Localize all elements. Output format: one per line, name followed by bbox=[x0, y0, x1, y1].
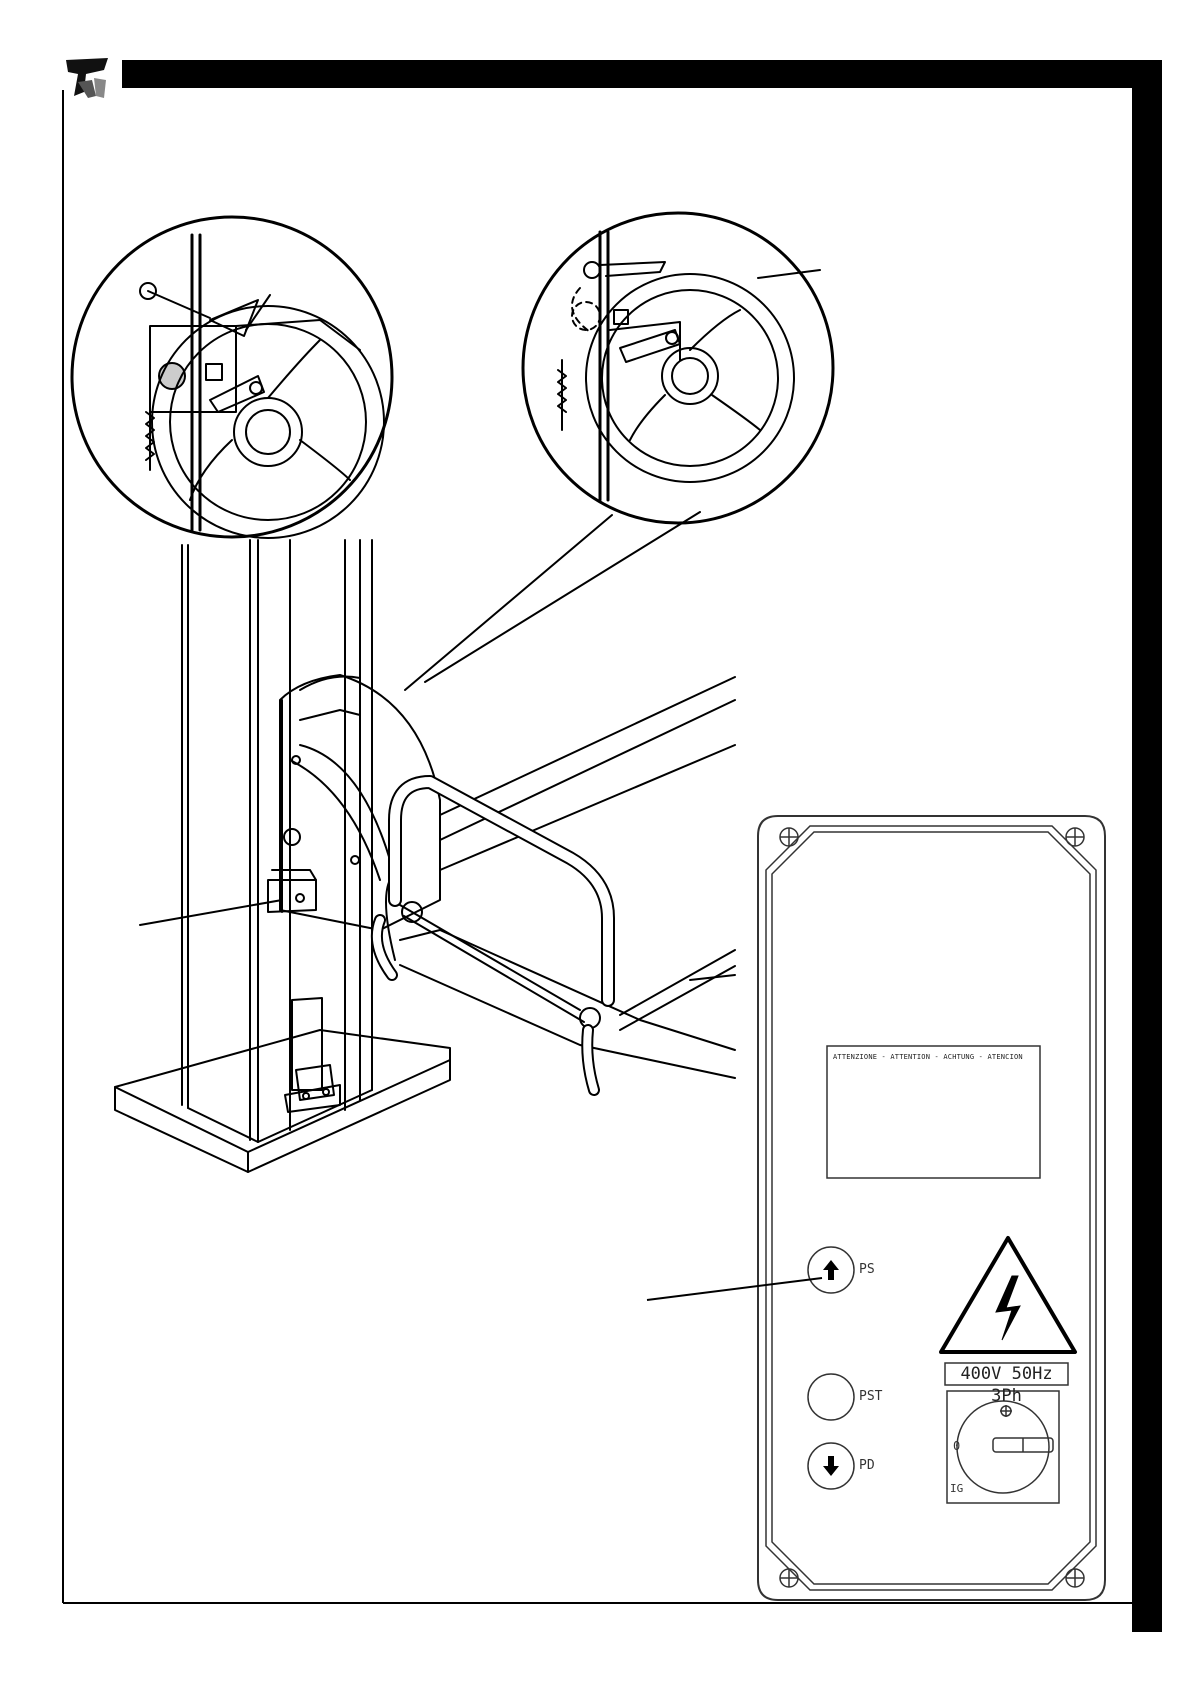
warning-label-box bbox=[827, 1046, 1040, 1178]
up-button-label: PS bbox=[859, 1262, 875, 1277]
up-arrow-icon bbox=[821, 1258, 841, 1282]
stop-button-label: PST bbox=[859, 1389, 882, 1404]
stop-button[interactable] bbox=[808, 1374, 854, 1420]
up-button[interactable] bbox=[808, 1247, 854, 1293]
switch-off-mark: 0 bbox=[953, 1439, 960, 1453]
down-button[interactable] bbox=[808, 1443, 854, 1489]
warning-label-text: ATTENZIONE - ATTENTION - ACHTUNG - ATENC… bbox=[833, 1053, 1023, 1061]
down-button-label: PD bbox=[859, 1458, 875, 1473]
switch-id-label: IG bbox=[950, 1482, 963, 1495]
down-arrow-icon bbox=[821, 1454, 841, 1478]
main-switch bbox=[947, 1391, 1059, 1503]
voltage-rating-label: 400V 50Hz 3Ph bbox=[945, 1363, 1068, 1385]
high-voltage-warning-icon bbox=[941, 1238, 1075, 1352]
